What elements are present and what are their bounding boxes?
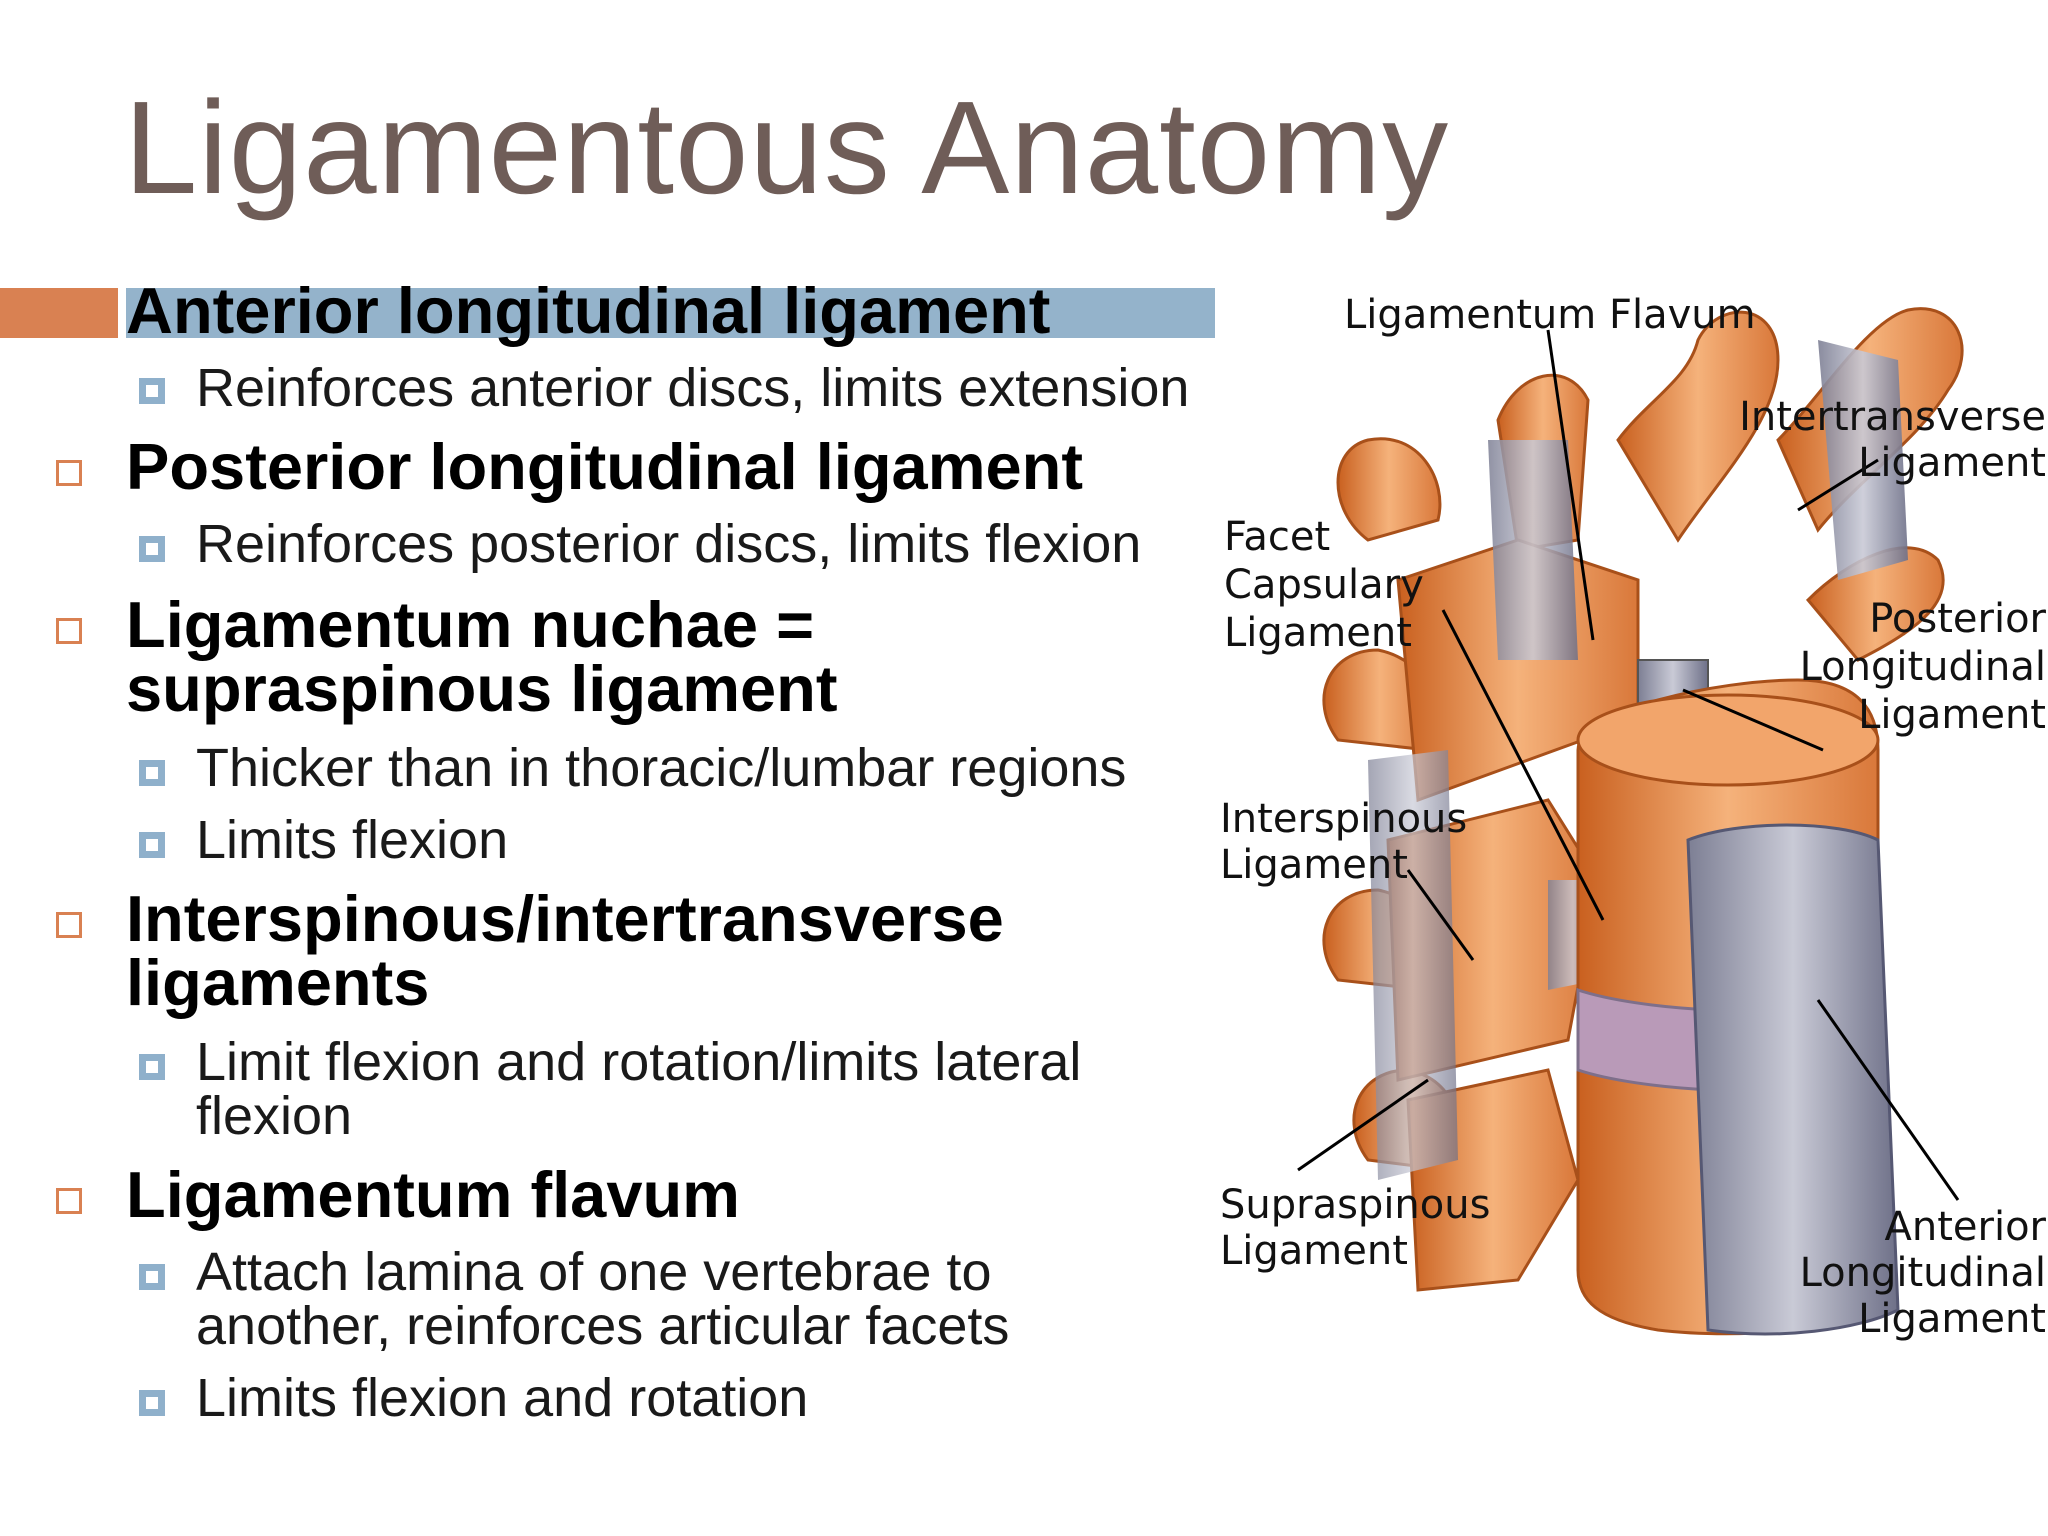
slide-title: Ligamentous Anatomy [124, 74, 1450, 221]
label-posterior-2: Longitudinal [1800, 644, 2046, 690]
bullet-sub-flavum-3: Limits flexion and rotation [196, 1368, 809, 1428]
label-facet-2: Capsulary [1224, 562, 1424, 608]
bullet-box-icon [56, 460, 82, 486]
label-supraspinous-1: Supraspinous [1220, 1182, 1490, 1228]
bullet-box-icon [56, 1188, 82, 1214]
label-ligamentum-flavum: Ligamentum Flavum [1344, 292, 1756, 338]
label-anterior-2: Longitudinal [1800, 1250, 2046, 1296]
label-leader-lines [1297, 329, 1960, 1201]
bullet-box-icon [56, 618, 82, 644]
label-posterior-1: Posterior [1869, 596, 2046, 642]
label-anterior-3: Ligament [1858, 1296, 2046, 1342]
bullet-heading-interspinous-1: Interspinous/intertransverse [126, 882, 1004, 955]
vertebral-bodies [1576, 678, 1900, 1336]
bullet-heading-anterior: Anterior longitudinal ligament [126, 274, 1051, 347]
label-posterior-3: Ligament [1858, 692, 2046, 738]
bullet-list: Anterior longitudinal ligament Reinforce… [0, 274, 1215, 1428]
label-facet-3: Ligament [1224, 610, 1412, 656]
bullet-square-icon [139, 1264, 165, 1290]
label-intertransverse-2: Ligament [1858, 440, 2046, 486]
bullet-sub-nuchae-1: Thicker than in thoracic/lumbar regions [196, 738, 1127, 798]
bullet-sub-posterior: Reinforces posterior discs, limits flexi… [196, 514, 1142, 574]
bullet-sub-nuchae-2: Limits flexion [196, 810, 509, 870]
bullet-square-icon [139, 760, 165, 786]
label-interspinous-1: Interspinous [1220, 796, 1467, 842]
label-anterior-1: Anterior [1885, 1204, 2047, 1250]
figure-labels: Ligamentum Flavum Intertransverse Ligame… [1220, 292, 2047, 1342]
bullet-square-icon [139, 832, 165, 858]
bullet-square-icon [139, 536, 165, 562]
label-intertransverse-1: Intertransverse [1739, 394, 2046, 440]
bullet-heading-flavum: Ligamentum flavum [126, 1158, 740, 1231]
selection-highlight [126, 288, 1215, 338]
bullet-heading-nuchae-1: Ligamentum nuchae = [126, 588, 815, 661]
spine-ligaments-illustration: Ligamentum Flavum Intertransverse Ligame… [1218, 280, 2048, 1370]
bullet-sub-interspinous-2: flexion [196, 1086, 353, 1146]
bullet-square-icon [139, 1054, 165, 1080]
spine-figure-svg: Ligamentum Flavum Intertransverse Ligame… [1220, 292, 2047, 1342]
bullet-square-icon [139, 1390, 165, 1416]
label-supraspinous-2: Ligament [1220, 1228, 1408, 1274]
bullet-heading-posterior: Posterior longitudinal ligament [126, 430, 1084, 503]
bullet-sub-flavum-1: Attach lamina of one vertebrae to [196, 1242, 992, 1302]
bullet-heading-interspinous-2: ligaments [126, 946, 430, 1019]
accent-bar [0, 288, 118, 338]
bullet-heading-nuchae-2: supraspinous ligament [126, 652, 838, 725]
label-interspinous-2: Ligament [1220, 842, 1408, 888]
bullet-square-icon [139, 378, 165, 404]
bullet-box-icon [56, 912, 82, 938]
label-facet-1: Facet [1224, 514, 1330, 560]
bullet-sub-anterior: Reinforces anterior discs, limits extens… [196, 358, 1190, 418]
bullet-sub-flavum-2: another, reinforces articular facets [196, 1296, 1010, 1356]
bullet-sub-interspinous-1: Limit flexion and rotation/limits latera… [196, 1032, 1082, 1092]
